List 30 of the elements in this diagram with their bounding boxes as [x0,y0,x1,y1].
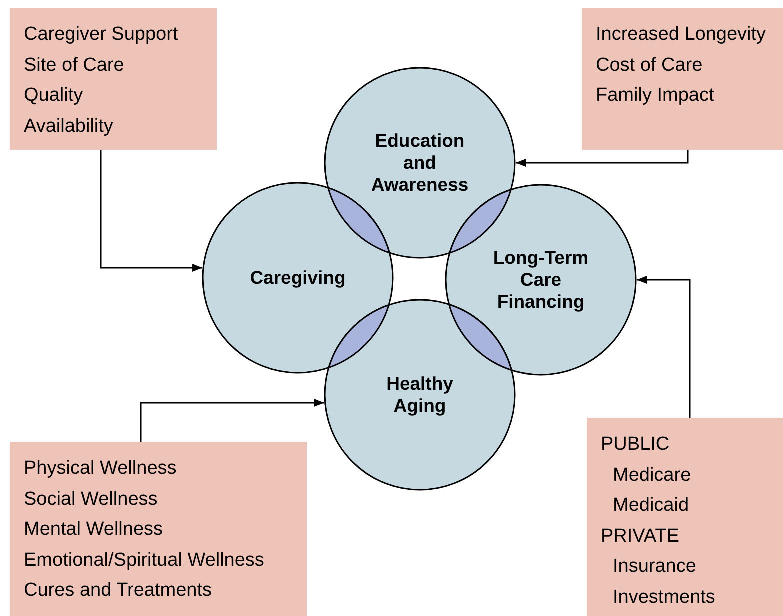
list-item: Investments [613,586,716,610]
text-box [10,8,217,150]
topic-label: Education and Awareness [370,130,470,196]
arrow [140,399,324,442]
topic-label: Caregiving [250,267,346,289]
list-item: Quality [24,84,84,108]
list-item: Medicaid [613,494,690,518]
topic-label: Healthy Aging [386,373,454,417]
list-item: PRIVATE [601,524,680,549]
arrow [637,276,691,418]
list-item: Mental Wellness [24,518,164,542]
list-item: Increased Longevity [596,23,766,47]
text-box [582,8,783,150]
list-item: Availability [24,114,114,139]
list-item: Cures and Treatments [24,579,212,604]
list-item: Physical Wellness [24,457,177,481]
arrow [100,150,203,272]
text-box [10,442,307,616]
text-box [587,418,783,616]
arrow [516,150,689,167]
list-item: Caregiver Support [24,23,178,47]
list-item: Site of Care [24,54,124,78]
list-item: Social Wellness [24,488,158,512]
topic-label: Long-Term Care Financing [492,247,590,313]
list-item: Insurance [613,555,696,580]
list-item: Emotional/Spiritual Wellness [24,548,264,573]
list-item: Family Impact [596,84,714,108]
list-item: PUBLIC [601,433,670,457]
list-item: Cost of Care [596,54,703,78]
list-item: Medicare [613,464,692,488]
